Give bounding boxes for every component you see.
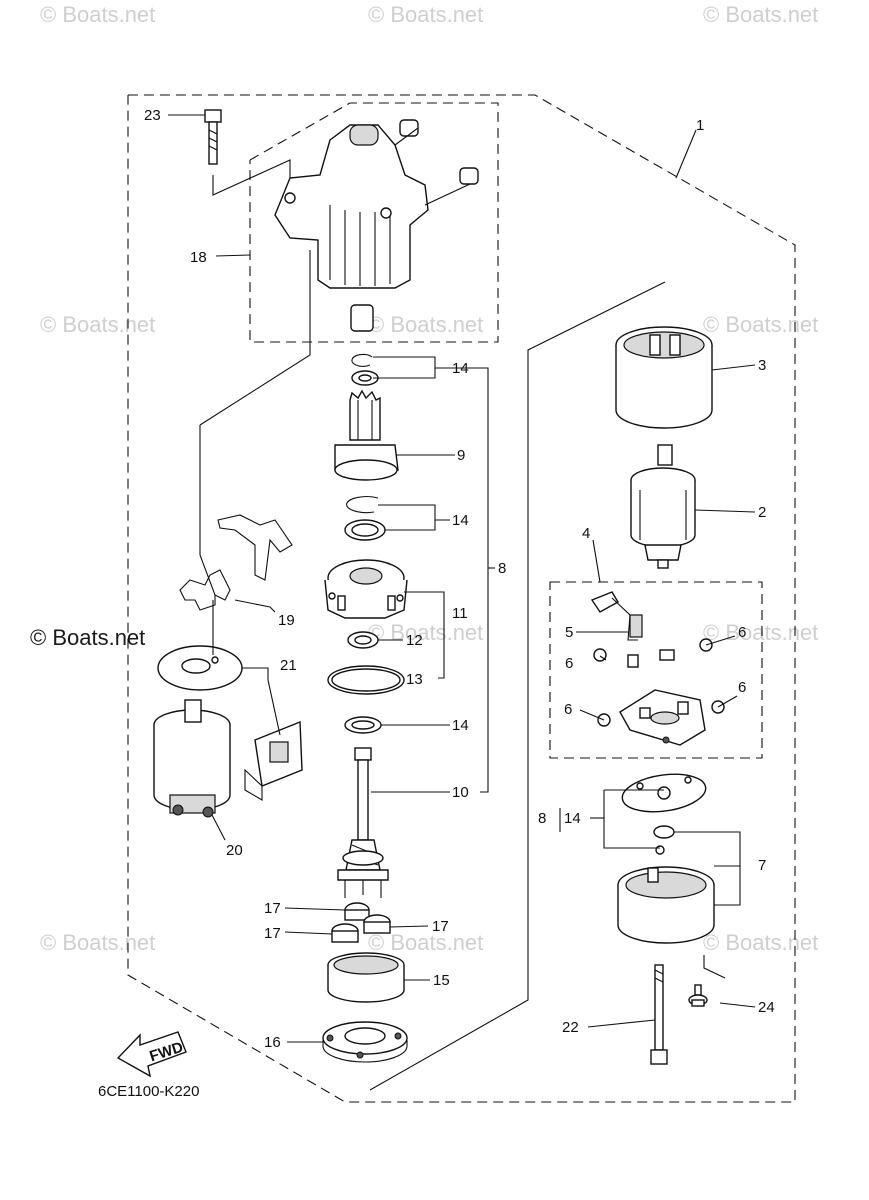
part-5-brushes: [590, 591, 675, 668]
callout-2: 2: [758, 504, 766, 521]
watermark: © Boats.net: [368, 620, 483, 645]
callout-8a: 8: [498, 560, 506, 577]
callout-18: 18: [190, 249, 207, 266]
callout-6a: 6: [738, 624, 746, 641]
assembly-boundary: [127, 94, 796, 1103]
part-10-shaft: [337, 747, 389, 898]
group-bracket-8: [480, 367, 489, 793]
watermark: © Boats.net: [703, 2, 818, 27]
callout-5: 5: [565, 624, 573, 641]
watermark: © Boats.net: [368, 312, 483, 337]
callout-14a: 14: [452, 360, 469, 377]
part-23-bolt: [204, 109, 222, 165]
callout-20: 20: [226, 842, 243, 859]
callout-15: 15: [433, 972, 450, 989]
part-21-gasket: [157, 645, 243, 691]
callout-14b: 14: [452, 512, 469, 529]
callout-6c: 6: [738, 679, 746, 696]
watermark: © Boats.net: [703, 930, 818, 955]
part-14-clip-washer-2: [344, 496, 386, 541]
callout-8b: 8: [538, 810, 546, 827]
watermark: © Boats.net: [368, 2, 483, 27]
part-7-rear-cover: [617, 845, 715, 944]
fwd-arrow: FWD: [116, 1031, 187, 1078]
callout-14d: 14: [564, 810, 581, 827]
part-16-plate: [322, 1021, 408, 1063]
part-2-armature: [630, 444, 696, 569]
watermark-dark: © Boats.net: [30, 625, 145, 650]
callout-21: 21: [280, 657, 297, 674]
leader-lines: [168, 114, 756, 1043]
watermark: © Boats.net: [40, 930, 155, 955]
part-21-terminal-cover: [244, 720, 303, 801]
callout-6b: 6: [565, 655, 573, 672]
callout-23: 23: [144, 107, 161, 124]
group-bracket-11: [438, 591, 445, 679]
callout-14c: 14: [452, 717, 469, 734]
callout-11: 11: [452, 605, 468, 622]
callout-4: 4: [582, 525, 590, 542]
callout-12: 12: [406, 632, 423, 649]
callout-1: 1: [696, 117, 704, 134]
callout-7: 7: [758, 857, 766, 874]
callout-13: 13: [406, 671, 423, 688]
callout-24: 24: [758, 999, 775, 1016]
part-13-o-ring: [327, 665, 405, 695]
part-18-housing: [274, 119, 479, 332]
watermark: © Boats.net: [703, 312, 818, 337]
callout-6d: 6: [564, 701, 572, 718]
part-3-yoke: [615, 326, 713, 429]
watermark: © Boats.net: [40, 312, 155, 337]
watermark: © Boats.net: [368, 930, 483, 955]
part-17-gears: [331, 902, 391, 943]
diagram-code: 6CE1100-K220: [98, 1083, 199, 1100]
callout-22: 22: [562, 1019, 579, 1036]
part-9-pinion: [334, 389, 399, 481]
part-22-through-bolt: [650, 964, 668, 1065]
watermark: © Boats.net: [703, 620, 818, 645]
part-14-washer-3: [344, 716, 382, 734]
part-24-screw: [688, 984, 708, 1007]
assembly-path: [199, 250, 311, 426]
part-14-plate-washer: [621, 773, 707, 839]
callout-3: 3: [758, 357, 766, 374]
brush-group-boundary: [549, 581, 763, 759]
assembly-path: [212, 159, 291, 196]
callout-17c: 17: [432, 918, 449, 935]
part-19-clips: [179, 514, 293, 611]
part-12-bushing: [347, 631, 379, 649]
callout-17b: 17: [264, 925, 281, 942]
part-11-bracket: [324, 559, 408, 619]
part-15-ring-gear: [327, 952, 405, 1003]
assembly-path: [369, 281, 666, 1091]
callout-16: 16: [264, 1034, 281, 1051]
callout-10: 10: [452, 784, 469, 801]
watermark: © Boats.net: [40, 2, 155, 27]
callout-17a: 17: [264, 900, 281, 917]
part-20-solenoid: [153, 699, 231, 818]
part-4-brush-holder: [619, 689, 706, 746]
callout-19: 19: [278, 612, 295, 629]
part-14-clip-washer: [351, 353, 379, 386]
callout-9: 9: [457, 447, 465, 464]
